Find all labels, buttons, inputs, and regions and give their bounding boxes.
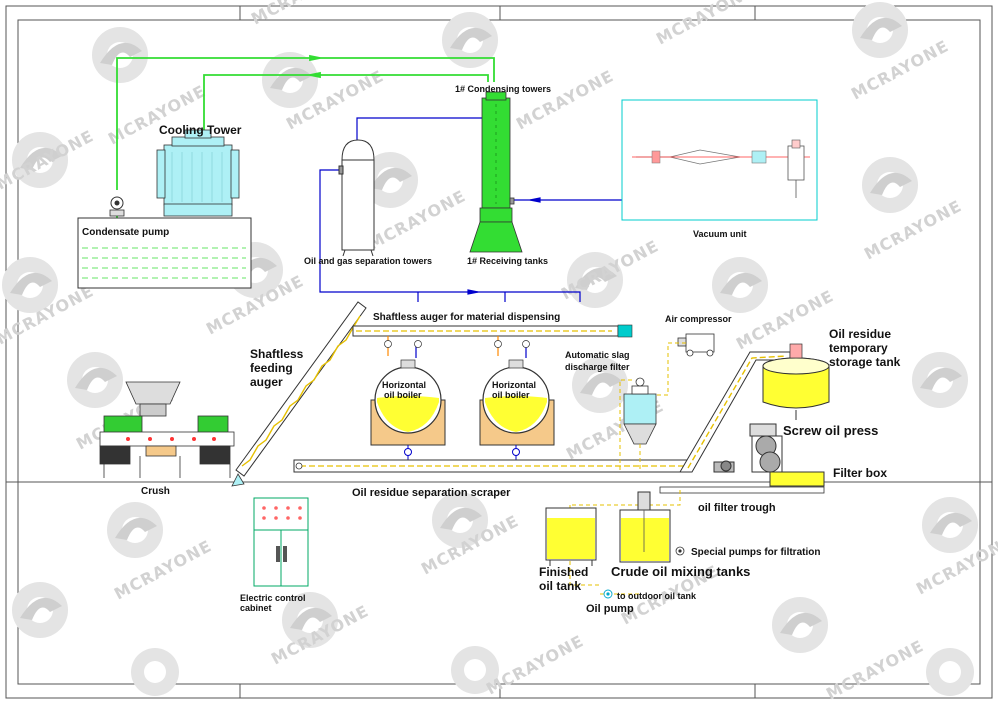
vacuum-unit xyxy=(621,99,818,221)
label-special-pumps: Special pumps for filtration xyxy=(691,547,820,558)
diagram-labels: 1# Condensing towers Cooling Tower Conde… xyxy=(82,84,901,615)
label-oil-gas-separation: Oil and gas separation towers xyxy=(304,256,432,266)
label-air-compressor: Air compressor xyxy=(665,314,732,324)
label-oil-residue-l2: temporary xyxy=(829,341,888,355)
label-oil-pump: Oil pump xyxy=(586,603,634,615)
label-shaftless-dispensing: Shaftless auger for material dispensing xyxy=(373,312,560,323)
screw-oil-press-icon xyxy=(713,423,783,473)
label-condensate-pump: Condensate pump xyxy=(82,227,169,238)
watermark-text: MCRAYONE xyxy=(513,66,617,133)
gas-pipes xyxy=(319,117,622,358)
condensate-pool xyxy=(77,217,252,289)
label-feeding-auger-l3: auger xyxy=(250,375,283,389)
special-filter-pump-icon xyxy=(675,546,685,556)
watermark-text: MCRAYONE xyxy=(823,636,927,703)
cooling-tower-icon xyxy=(156,129,240,217)
label-feeding-auger-l1: Shaftless xyxy=(250,347,304,361)
condensate-pump-icon xyxy=(109,196,125,217)
crusher-icon xyxy=(99,381,235,478)
filter-box-icon xyxy=(769,471,825,487)
watermark-text: MCRAYONE xyxy=(248,0,352,29)
horizontal-oil-boiler-1-icon xyxy=(370,359,446,446)
watermark-text: MCRAYONE xyxy=(483,631,587,698)
oil-gas-separation-tower-icon xyxy=(338,139,375,257)
label-boiler-2-l2: oil boiler xyxy=(492,390,530,400)
drawing-frame xyxy=(5,5,993,699)
label-feeding-auger-l2: feeding xyxy=(250,361,293,375)
label-filter-box: Filter box xyxy=(833,466,887,480)
condensing-tower-icon xyxy=(469,91,523,253)
air-compressor-icon xyxy=(677,333,715,357)
crude-oil-mixing-tank-icon xyxy=(619,491,671,563)
label-receiving-tanks: 1# Receiving tanks xyxy=(467,256,548,266)
oil-residue-scraper-icon xyxy=(293,459,691,473)
label-screw-press: Screw oil press xyxy=(783,423,878,438)
label-finished-l1: Finished xyxy=(539,565,588,579)
label-outdoor-tank: to outdoor oil tank xyxy=(617,591,697,601)
label-oil-residue-l1: Oil residue xyxy=(829,327,891,341)
cooling-water-pipes xyxy=(116,54,495,225)
finished-oil-tank-icon xyxy=(545,507,597,566)
watermark-text: MCRAYONE xyxy=(653,0,757,49)
oil-filter-trough-icon xyxy=(659,486,825,494)
oil-pump-icon xyxy=(603,589,613,599)
label-condensing-towers: 1# Condensing towers xyxy=(455,84,551,94)
label-boiler-1-l2: oil boiler xyxy=(384,390,422,400)
label-auto-slag-l2: discharge filter xyxy=(565,362,630,372)
label-auto-slag-l1: Automatic slag xyxy=(565,350,630,360)
boiler-drain-valves xyxy=(404,445,520,462)
label-boiler-2-l1: Horizontal xyxy=(492,380,536,390)
oil-residue-storage-tank-icon xyxy=(762,343,830,420)
horizontal-oil-boiler-2-icon xyxy=(479,359,555,446)
auto-slag-filter-icon xyxy=(623,377,657,445)
label-scraper: Oil residue separation scraper xyxy=(352,487,511,499)
label-filter-trough: oil filter trough xyxy=(698,502,776,514)
label-cooling-tower: Cooling Tower xyxy=(159,123,242,137)
label-crush: Crush xyxy=(141,486,170,497)
label-vacuum-unit: Vacuum unit xyxy=(693,229,747,239)
label-finished-l2: oil tank xyxy=(539,579,581,593)
label-electric-l2: cabinet xyxy=(240,603,272,613)
label-boiler-1-l1: Horizontal xyxy=(382,380,426,390)
label-oil-residue-l3: storage tank xyxy=(829,355,901,369)
label-electric-l1: Electric control xyxy=(240,593,306,603)
label-crude-mixing: Crude oil mixing tanks xyxy=(611,564,750,579)
shaftless-feeding-auger-icon xyxy=(231,301,367,487)
shaftless-dispensing-auger-icon xyxy=(352,324,633,356)
electric-control-cabinet-icon xyxy=(253,497,309,587)
